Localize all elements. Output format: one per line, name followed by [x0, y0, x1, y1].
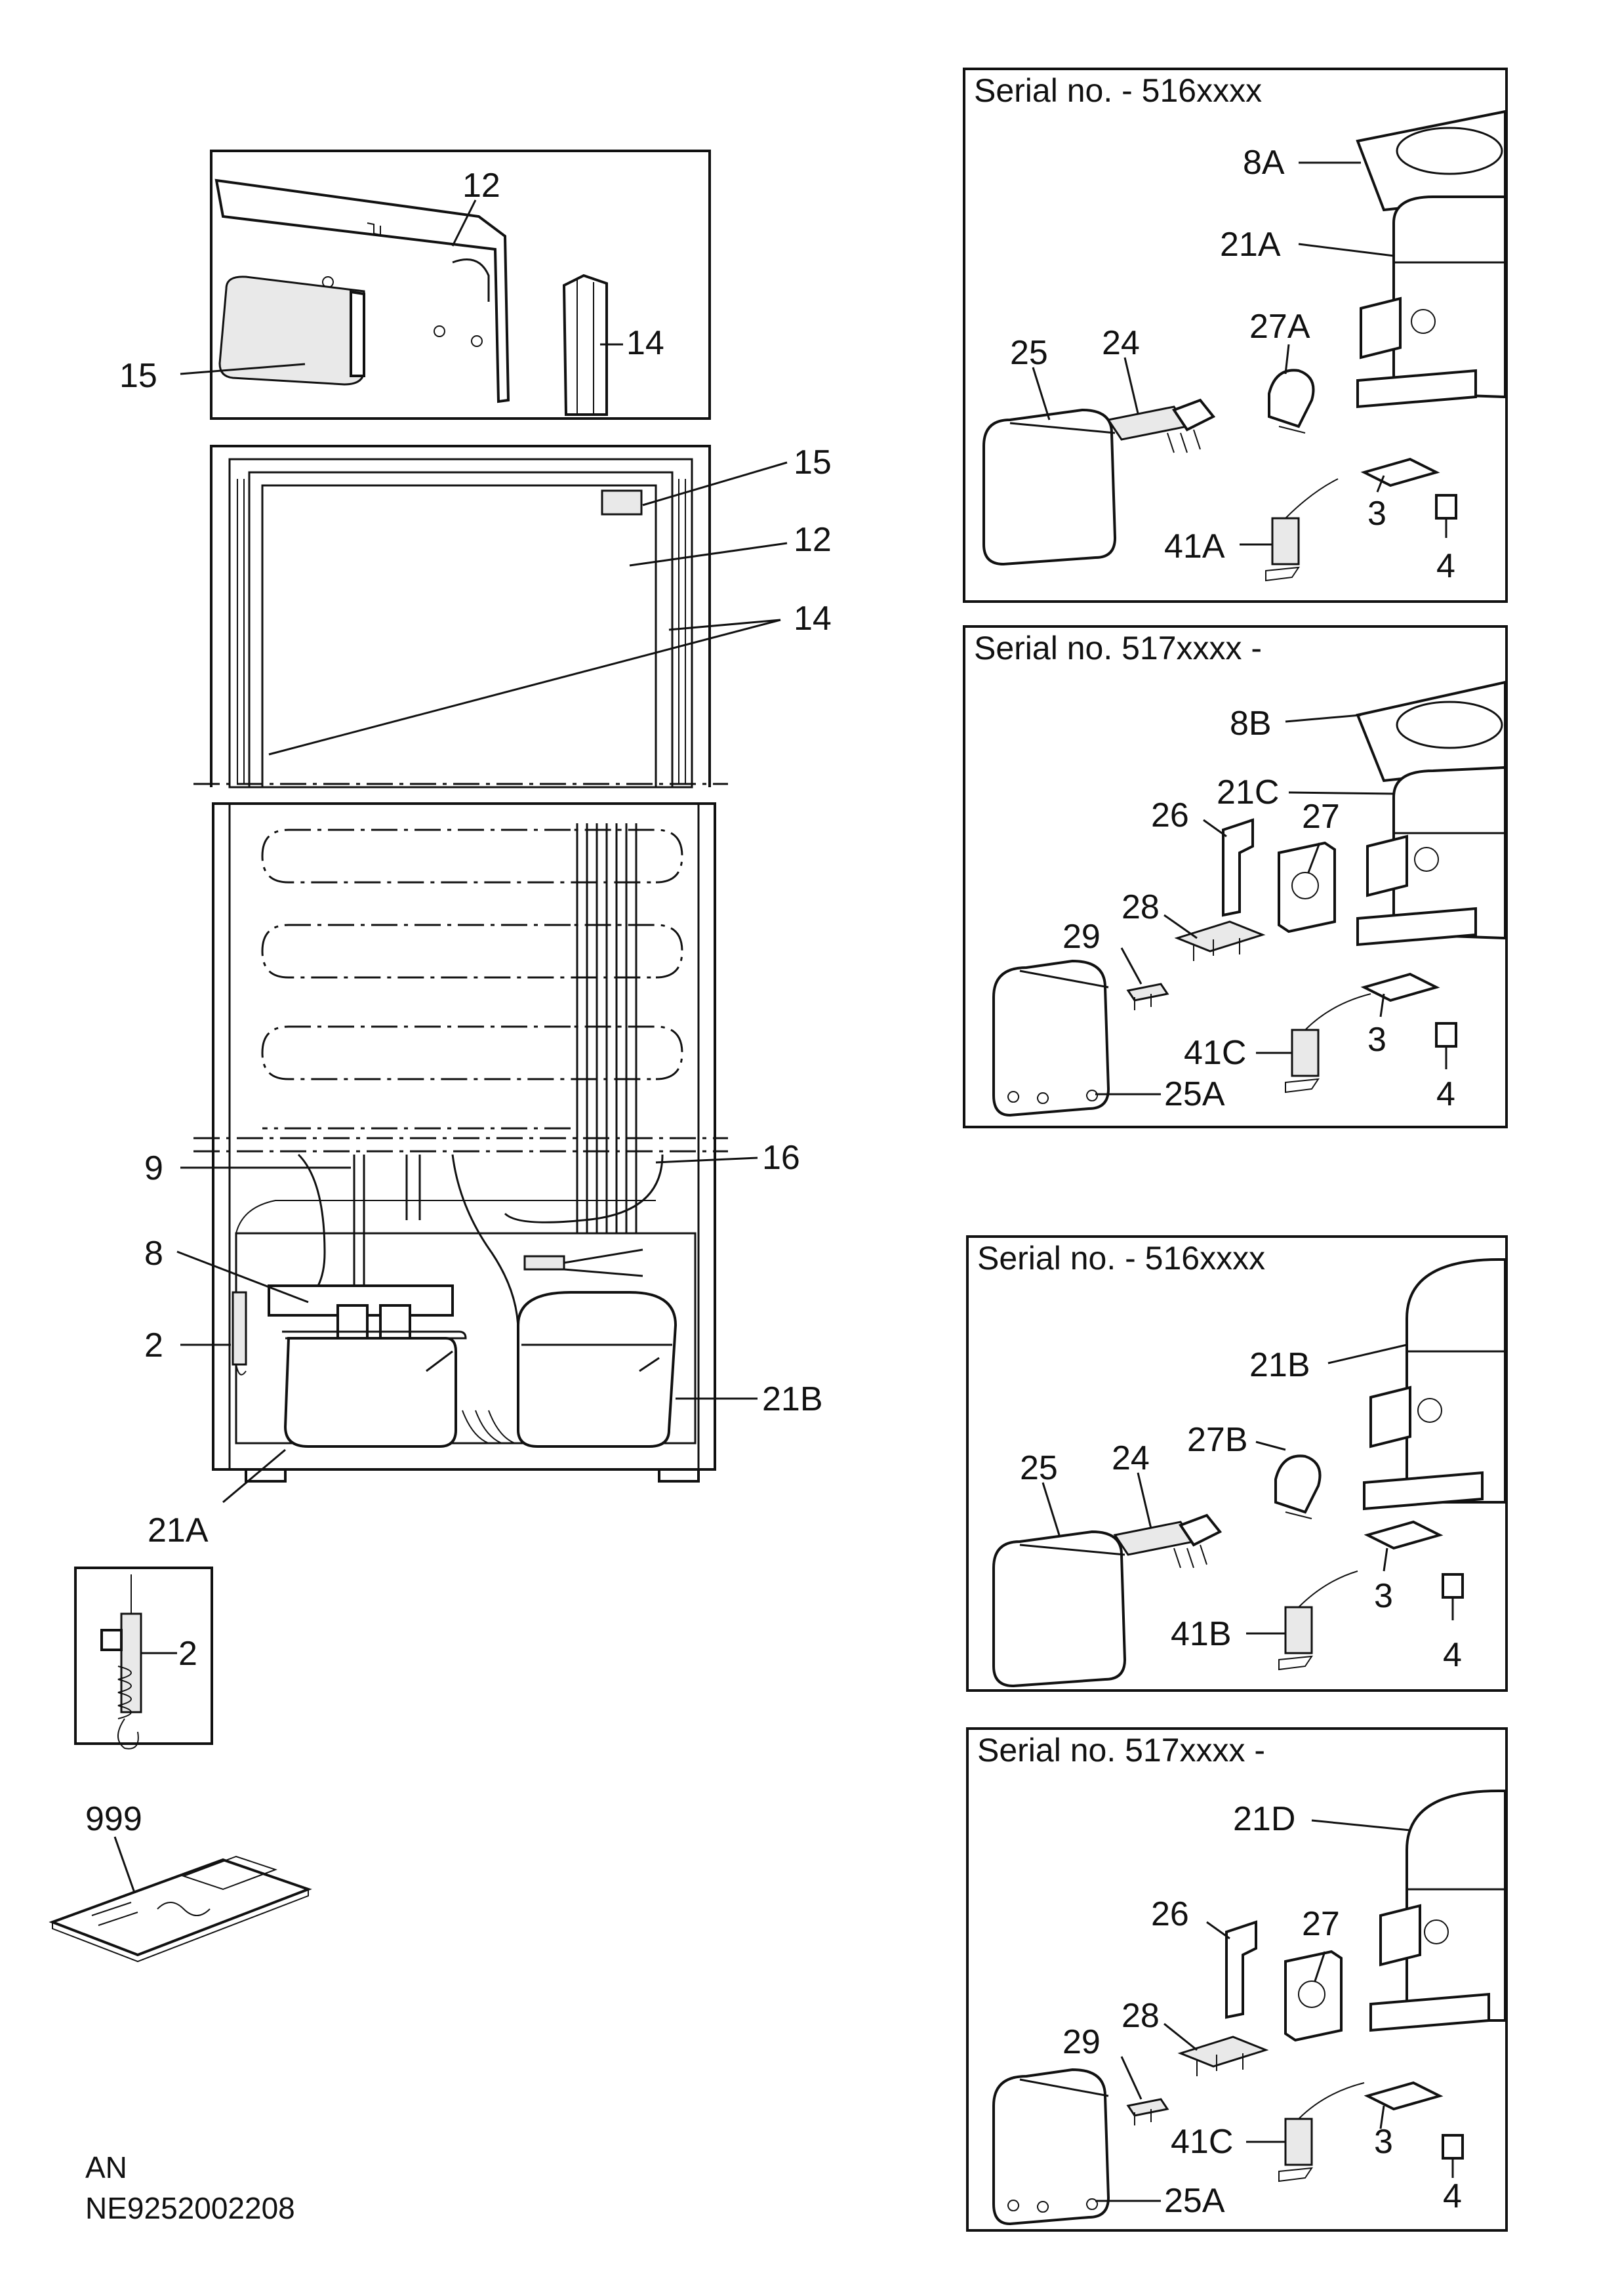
panel-2-callout-25a: 25A — [1164, 1075, 1225, 1113]
panel-3-callout-21b: 21B — [1249, 1346, 1310, 1384]
panel-1-header: Serial no. - 516xxxx — [974, 72, 1262, 109]
panel-4-callout-25a: 25A — [1164, 2182, 1225, 2220]
panel-3-callout-25: 25 — [1020, 1449, 1058, 1487]
panel-3-callout-24: 24 — [1112, 1439, 1150, 1477]
door-detail-inset: 12 14 15 — [119, 150, 711, 420]
panel-3-callout-3: 3 — [1374, 1577, 1393, 1615]
variant-panel-2: Serial no. 517xxxx - — [963, 625, 1508, 1128]
panel-4-callout-26: 26 — [1151, 1895, 1189, 1933]
panel-1-callout-4: 4 — [1436, 547, 1455, 585]
footer-line-1: AN — [85, 2150, 127, 2184]
callout-cabinet-9: 9 — [144, 1149, 163, 1187]
panel-4-callout-4: 4 — [1443, 2177, 1462, 2215]
door-assembly: 15 12 14 — [193, 443, 832, 789]
panel-4-callout-41c: 41C — [1171, 2123, 1233, 2161]
panel-2-callout-4: 4 — [1436, 1075, 1455, 1113]
sensor-detail-inset: 2 — [74, 1567, 213, 1750]
panel-2-callout-28: 28 — [1122, 888, 1160, 926]
footer-document-code: NE9252002208 — [85, 2191, 295, 2225]
panel-2-callout-3: 3 — [1367, 1021, 1386, 1059]
callout-door-15: 15 — [794, 443, 832, 482]
panel-1-callout-21a: 21A — [1220, 226, 1281, 264]
panel-1-callout-24: 24 — [1102, 324, 1140, 362]
panel-1-callout-3: 3 — [1367, 495, 1386, 533]
variant-panel-3: Serial no. - 516xxxx 21B 27B 25 — [966, 1235, 1508, 1692]
panel-2-callout-21c: 21C — [1217, 773, 1279, 811]
callout-sensor-2: 2 — [178, 1635, 197, 1673]
callout-door-detail-12: 12 — [462, 167, 500, 205]
cabinet-assembly: 9 16 8 2 21B 21A — [144, 802, 823, 1549]
panel-3-callout-41b: 41B — [1171, 1615, 1232, 1653]
callout-door-14: 14 — [794, 600, 832, 638]
panel-4-callout-29: 29 — [1062, 2023, 1101, 2061]
panel-2-callout-29: 29 — [1062, 918, 1101, 956]
callout-door-12: 12 — [794, 521, 832, 559]
user-manual: 999 — [49, 1800, 312, 1963]
panel-1-callout-27a: 27A — [1249, 308, 1310, 346]
callout-cabinet-2: 2 — [144, 1326, 163, 1364]
panel-4-header: Serial no. 517xxxx - — [977, 1732, 1265, 1769]
callout-cabinet-21a: 21A — [148, 1511, 209, 1549]
panel-3-header: Serial no. - 516xxxx — [977, 1240, 1265, 1277]
panel-1-callout-25: 25 — [1010, 334, 1048, 372]
callout-door-detail-14: 14 — [626, 324, 664, 362]
panel-4-callout-3: 3 — [1374, 2123, 1393, 2161]
panel-1-callout-41a: 41A — [1164, 527, 1225, 565]
callout-manual-999: 999 — [85, 1800, 142, 1838]
panel-3-callout-4: 4 — [1443, 1636, 1462, 1674]
callout-cabinet-16: 16 — [762, 1139, 800, 1177]
panel-1-callout-8a: 8A — [1243, 144, 1285, 182]
panel-4-callout-28: 28 — [1122, 1997, 1160, 2035]
panel-4-callout-27: 27 — [1302, 1905, 1340, 1943]
callout-cabinet-21b: 21B — [762, 1380, 823, 1418]
callout-cabinet-8: 8 — [144, 1235, 163, 1273]
variant-panel-4: Serial no. 517xxxx - — [966, 1727, 1508, 2232]
panel-4-callout-21d: 21D — [1233, 1800, 1295, 1838]
panel-2-header: Serial no. 517xxxx - — [974, 630, 1262, 666]
panel-2-callout-27: 27 — [1302, 798, 1340, 836]
panel-3-callout-27b: 27B — [1187, 1421, 1248, 1459]
panel-2-callout-8b: 8B — [1230, 705, 1272, 743]
panel-2-callout-41c: 41C — [1184, 1034, 1246, 1072]
callout-door-detail-15: 15 — [119, 357, 157, 395]
panel-2-callout-26: 26 — [1151, 796, 1189, 834]
variant-panel-1: Serial no. - 516xxxx — [963, 68, 1508, 603]
